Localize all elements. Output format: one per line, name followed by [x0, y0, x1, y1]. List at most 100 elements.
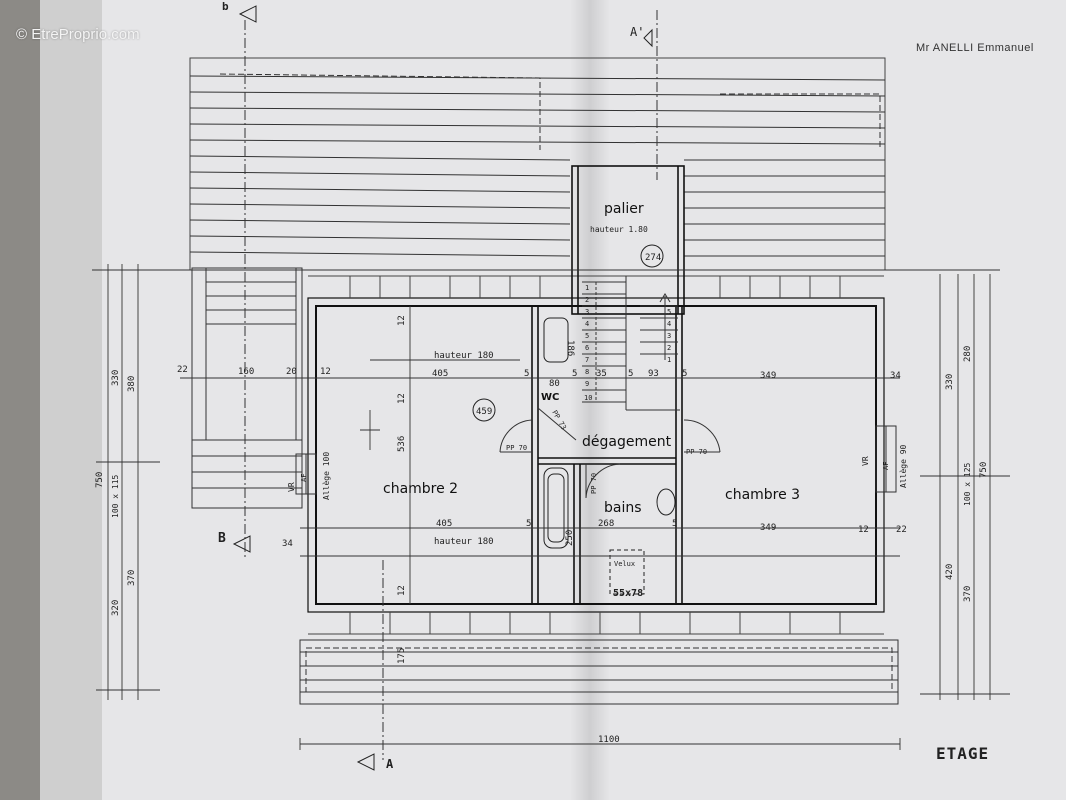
fixtures: [543, 317, 676, 595]
dim-left-330: 330: [111, 370, 121, 386]
section-arrows: [232, 5, 653, 771]
dim-349-top: 349: [760, 371, 776, 381]
dim-93: 93: [648, 369, 659, 379]
note-vr-right: VR: [861, 456, 870, 466]
note-pp70-right: PP 70: [686, 448, 707, 456]
note-hauteur-top: hauteur 180: [434, 351, 494, 361]
dim-right-750: 750: [979, 462, 989, 478]
note-vr-left: VR: [287, 482, 296, 492]
dim-12-e: 12: [397, 393, 407, 404]
room-label-wc: WC: [541, 392, 559, 403]
step-right-4: 4: [667, 320, 671, 328]
room-label-degagement: dégagement: [582, 434, 672, 450]
dim-22-right: 22: [896, 525, 907, 535]
dim-536: 536: [397, 436, 407, 452]
room-label-chambre-3: chambre 3: [725, 487, 800, 503]
staircase: [582, 276, 680, 411]
dim-5-b: 5: [572, 369, 577, 379]
dim-80: 80: [549, 379, 560, 389]
note-allege-90: Allège 90: [898, 444, 908, 488]
section-mark-b: B: [218, 531, 226, 546]
step-3: 3: [585, 308, 589, 316]
owner-name: Mr ANELLI Emmanuel: [916, 42, 1034, 54]
book-fold-shadow: [570, 0, 610, 800]
dim-right-100x125: 100 x 125: [963, 462, 972, 506]
dim-left-320: 320: [111, 600, 121, 616]
dim-right-280: 280: [963, 346, 973, 362]
stair-step-numbers: 1 2 3 4 5 6 7 8 9 10 5 4 3 2 1: [584, 284, 671, 402]
section-mark-a-prime: A': [630, 25, 644, 39]
dim-175: 175: [397, 648, 407, 664]
roof-hatching-bottom: [299, 639, 899, 705]
dim-268: 268: [598, 519, 614, 529]
dim-left-380: 380: [127, 376, 137, 392]
dim-34-right: 34: [890, 371, 901, 381]
section-mark-a: A: [386, 757, 394, 771]
wall-blocks: [308, 275, 884, 635]
door-swings: [499, 407, 721, 499]
note-velux-size: 55x78: [613, 588, 643, 599]
step-1: 1: [585, 284, 589, 292]
dimension-labels: 405 405 349 349 268 536 250 186 160 22 2…: [95, 315, 989, 745]
note-velux: Velux: [614, 560, 635, 568]
level-274: 274: [645, 253, 661, 263]
level-circles: [472, 244, 664, 422]
dim-5-a: 5: [524, 369, 529, 379]
step-9: 9: [585, 380, 589, 388]
level-459: 459: [476, 407, 492, 417]
dim-186: 186: [565, 340, 575, 356]
exterior-walls: [307, 297, 885, 613]
dim-left-100x115: 100 x 115: [111, 474, 120, 518]
dim-5-f: 5: [672, 519, 677, 529]
dimension-lines: [92, 264, 1010, 750]
dim-20: 20: [286, 367, 297, 377]
step-8: 8: [585, 368, 589, 376]
dim-12-b: 12: [397, 315, 407, 326]
dim-34-left: 34: [282, 539, 293, 549]
sheet-title: ETAGE: [936, 744, 990, 763]
dim-left-370: 370: [127, 570, 137, 586]
note-allege-100: Allège 100: [321, 452, 331, 500]
note-af-left: AF: [300, 474, 308, 482]
step-7: 7: [585, 356, 589, 364]
dim-12-d: 12: [858, 525, 869, 535]
dim-left-750: 750: [95, 472, 105, 488]
dim-22-left: 22: [177, 365, 188, 375]
dim-12-a: 12: [320, 367, 331, 377]
step-right-1: 1: [667, 356, 671, 364]
dim-12-c: 12: [397, 585, 407, 596]
room-label-palier: palier: [604, 201, 644, 217]
previous-page-edge: [40, 0, 102, 800]
dim-349-bottom: 349: [760, 523, 776, 533]
dim-250: 250: [565, 530, 575, 546]
note-pp70-bains: PP 70: [590, 473, 598, 494]
dim-405-bottom: 405: [436, 519, 452, 529]
note-hauteur-palier: hauteur 1.80: [590, 225, 648, 234]
dim-right-370: 370: [963, 586, 973, 602]
step-right-3: 3: [667, 332, 671, 340]
note-af-right: AF: [882, 462, 890, 470]
step-6: 6: [585, 344, 589, 352]
interior-walls: [531, 165, 685, 604]
dim-5-d: 5: [682, 369, 687, 379]
roof-hatching-top: [189, 57, 886, 271]
windows: [295, 425, 897, 495]
step-4: 4: [585, 320, 589, 328]
step-right-2: 2: [667, 344, 671, 352]
dim-right-420: 420: [945, 564, 955, 580]
step-2: 2: [585, 296, 589, 304]
dim-160: 160: [238, 367, 254, 377]
watermark: © EtreProprio.com: [16, 26, 140, 43]
room-label-chambre-2: chambre 2: [383, 481, 458, 497]
step-right-5: 5: [667, 308, 671, 316]
step-5: 5: [585, 332, 589, 340]
dim-5-c: 5: [628, 369, 633, 379]
step-10: 10: [584, 394, 592, 402]
dim-35: 35: [596, 369, 607, 379]
drawing-sheet: [40, 0, 1066, 800]
note-pp70-left: PP 70: [506, 444, 527, 452]
section-mark-b-top: b: [222, 0, 229, 13]
room-label-bains: bains: [604, 500, 642, 516]
dim-5-e: 5: [526, 519, 531, 529]
